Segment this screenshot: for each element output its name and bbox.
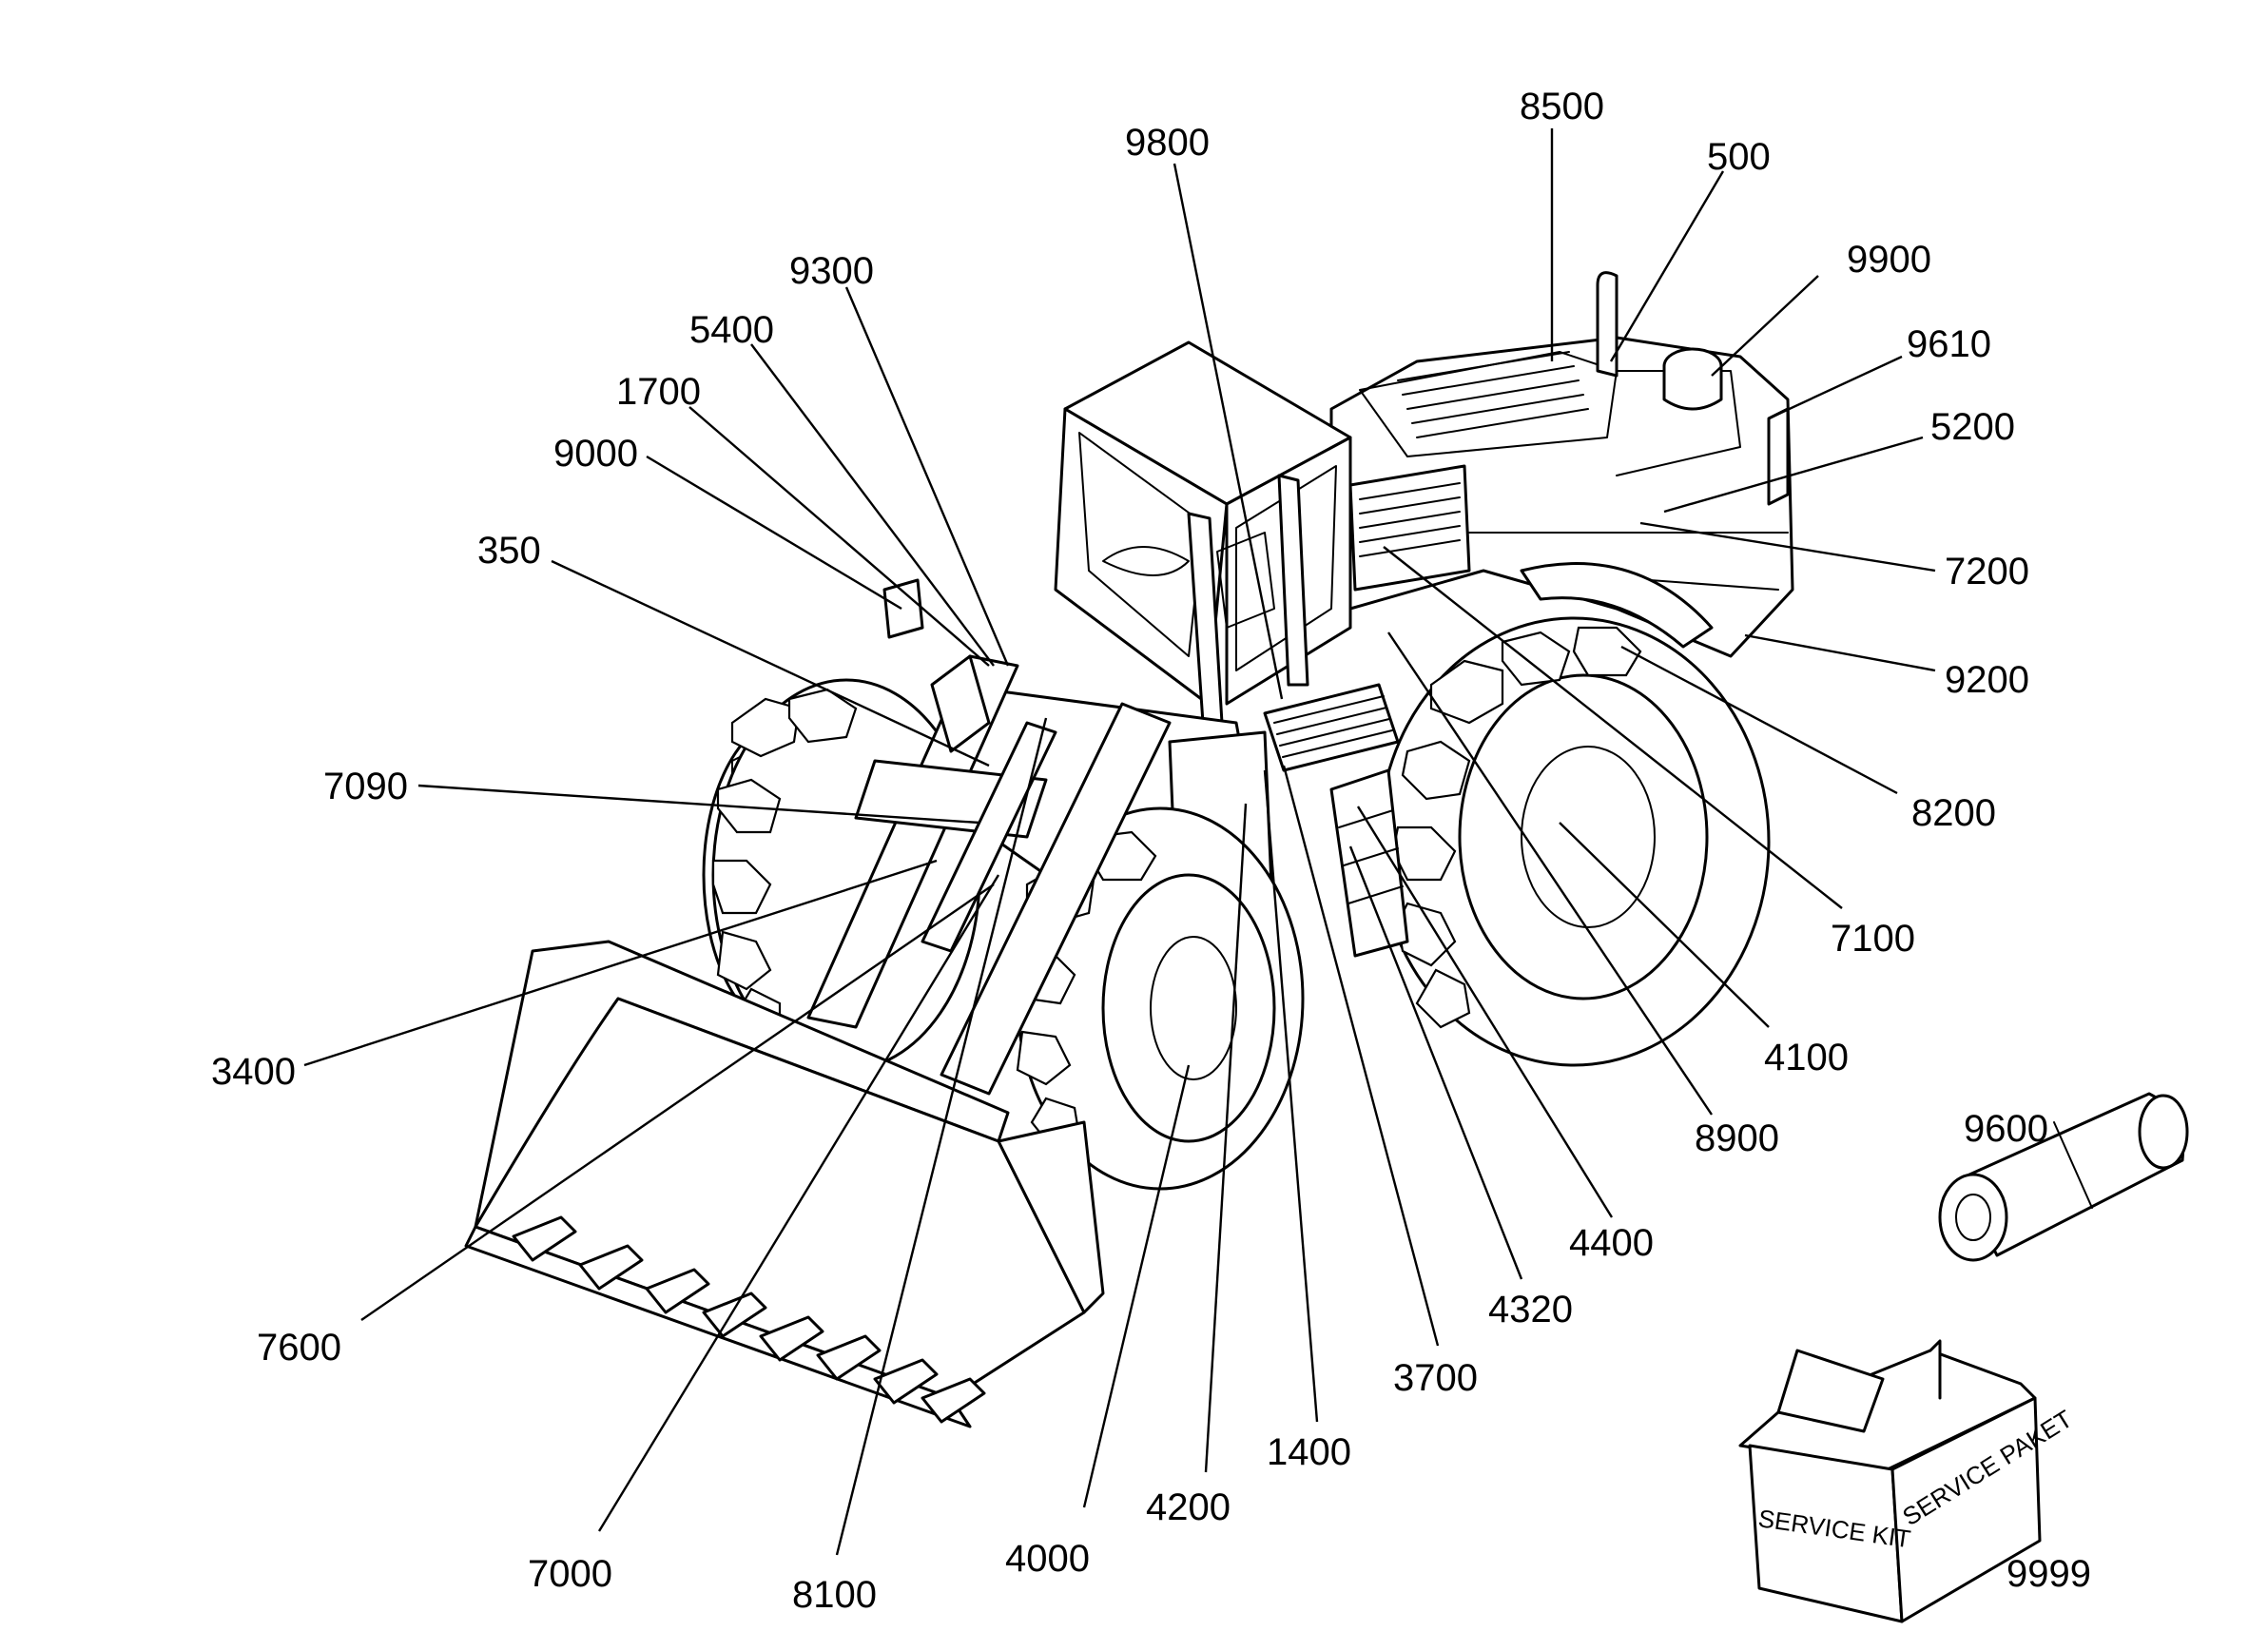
leader-1400 xyxy=(1263,769,1319,1423)
leader-1700 xyxy=(688,406,990,667)
leader-9000 xyxy=(646,455,902,611)
callout-4400: 4400 xyxy=(1569,1222,1654,1264)
leader-5200 xyxy=(1663,436,1924,514)
callout-8900: 8900 xyxy=(1695,1117,1779,1159)
callout-9000: 9000 xyxy=(553,433,638,475)
wheel-loader-illustration: SERVICE KIT SERVICE PAKET xyxy=(464,271,2189,1623)
callout-7090: 7090 xyxy=(323,766,408,807)
leader-8200 xyxy=(1620,645,1898,795)
leader-3400 xyxy=(303,859,938,1067)
callout-9999: 9999 xyxy=(2006,1553,2091,1595)
callout-3700: 3700 xyxy=(1393,1357,1478,1399)
leader-9300 xyxy=(844,286,1010,667)
leader-lines xyxy=(303,128,1936,1556)
leader-5400 xyxy=(750,343,995,667)
rear-right-wheel xyxy=(1377,616,1771,1067)
callout-8500: 8500 xyxy=(1520,86,1604,127)
callout-5200: 5200 xyxy=(1930,406,2015,448)
callout-9300: 9300 xyxy=(789,250,874,292)
rear-body xyxy=(1329,271,1794,658)
callout-7200: 7200 xyxy=(1945,551,2029,592)
callout-4320: 4320 xyxy=(1488,1289,1573,1331)
leader-7000 xyxy=(597,874,1000,1532)
bucket xyxy=(464,940,1105,1428)
callout-9800: 9800 xyxy=(1125,122,1210,164)
leader-4320 xyxy=(1348,845,1523,1280)
callout-5400: 5400 xyxy=(689,309,774,351)
leader-7100 xyxy=(1383,546,1843,909)
leader-9200 xyxy=(1744,633,1936,672)
callout-7100: 7100 xyxy=(1831,918,1915,960)
callout-4200: 4200 xyxy=(1146,1486,1231,1528)
callout-labels: 8500 500 9800 9900 9610 5200 9300 5400 1… xyxy=(211,86,2091,1616)
callout-350: 350 xyxy=(477,530,541,572)
callout-9900: 9900 xyxy=(1847,239,1931,281)
leader-7090 xyxy=(417,784,980,825)
leader-9900 xyxy=(1711,275,1819,377)
leader-4100 xyxy=(1559,822,1770,1028)
leader-9610 xyxy=(1768,355,1903,420)
callout-8100: 8100 xyxy=(792,1574,877,1616)
callout-3400: 3400 xyxy=(211,1051,296,1093)
callout-9600: 9600 xyxy=(1964,1108,2048,1150)
hose-roll-kit xyxy=(1938,1092,2189,1262)
leader-500 xyxy=(1609,170,1725,362)
callout-8200: 8200 xyxy=(1911,792,1996,834)
callout-1400: 1400 xyxy=(1267,1431,1351,1473)
callout-4100: 4100 xyxy=(1764,1037,1849,1078)
front-right-wheel xyxy=(1016,806,1305,1191)
operator-cab xyxy=(1054,340,1409,958)
leader-4400 xyxy=(1356,806,1614,1218)
leader-8100 xyxy=(835,717,1048,1556)
leader-7200 xyxy=(1639,521,1936,573)
callout-9610: 9610 xyxy=(1907,323,1991,365)
service-kit-box: SERVICE KIT SERVICE PAKET xyxy=(1738,1339,2077,1623)
leader-4200 xyxy=(1204,803,1248,1473)
callout-4000: 4000 xyxy=(1005,1538,1090,1580)
leader-4000 xyxy=(1082,1064,1191,1508)
callout-7600: 7600 xyxy=(257,1327,341,1369)
callout-7000: 7000 xyxy=(528,1553,612,1595)
leader-350 xyxy=(551,559,990,767)
callout-1700: 1700 xyxy=(616,371,701,413)
callout-9200: 9200 xyxy=(1945,659,2029,701)
leader-8900 xyxy=(1387,631,1713,1116)
callout-500: 500 xyxy=(1707,136,1771,178)
leader-3700 xyxy=(1282,765,1440,1347)
leader-7600 xyxy=(360,884,995,1321)
leader-9800 xyxy=(1173,163,1284,700)
